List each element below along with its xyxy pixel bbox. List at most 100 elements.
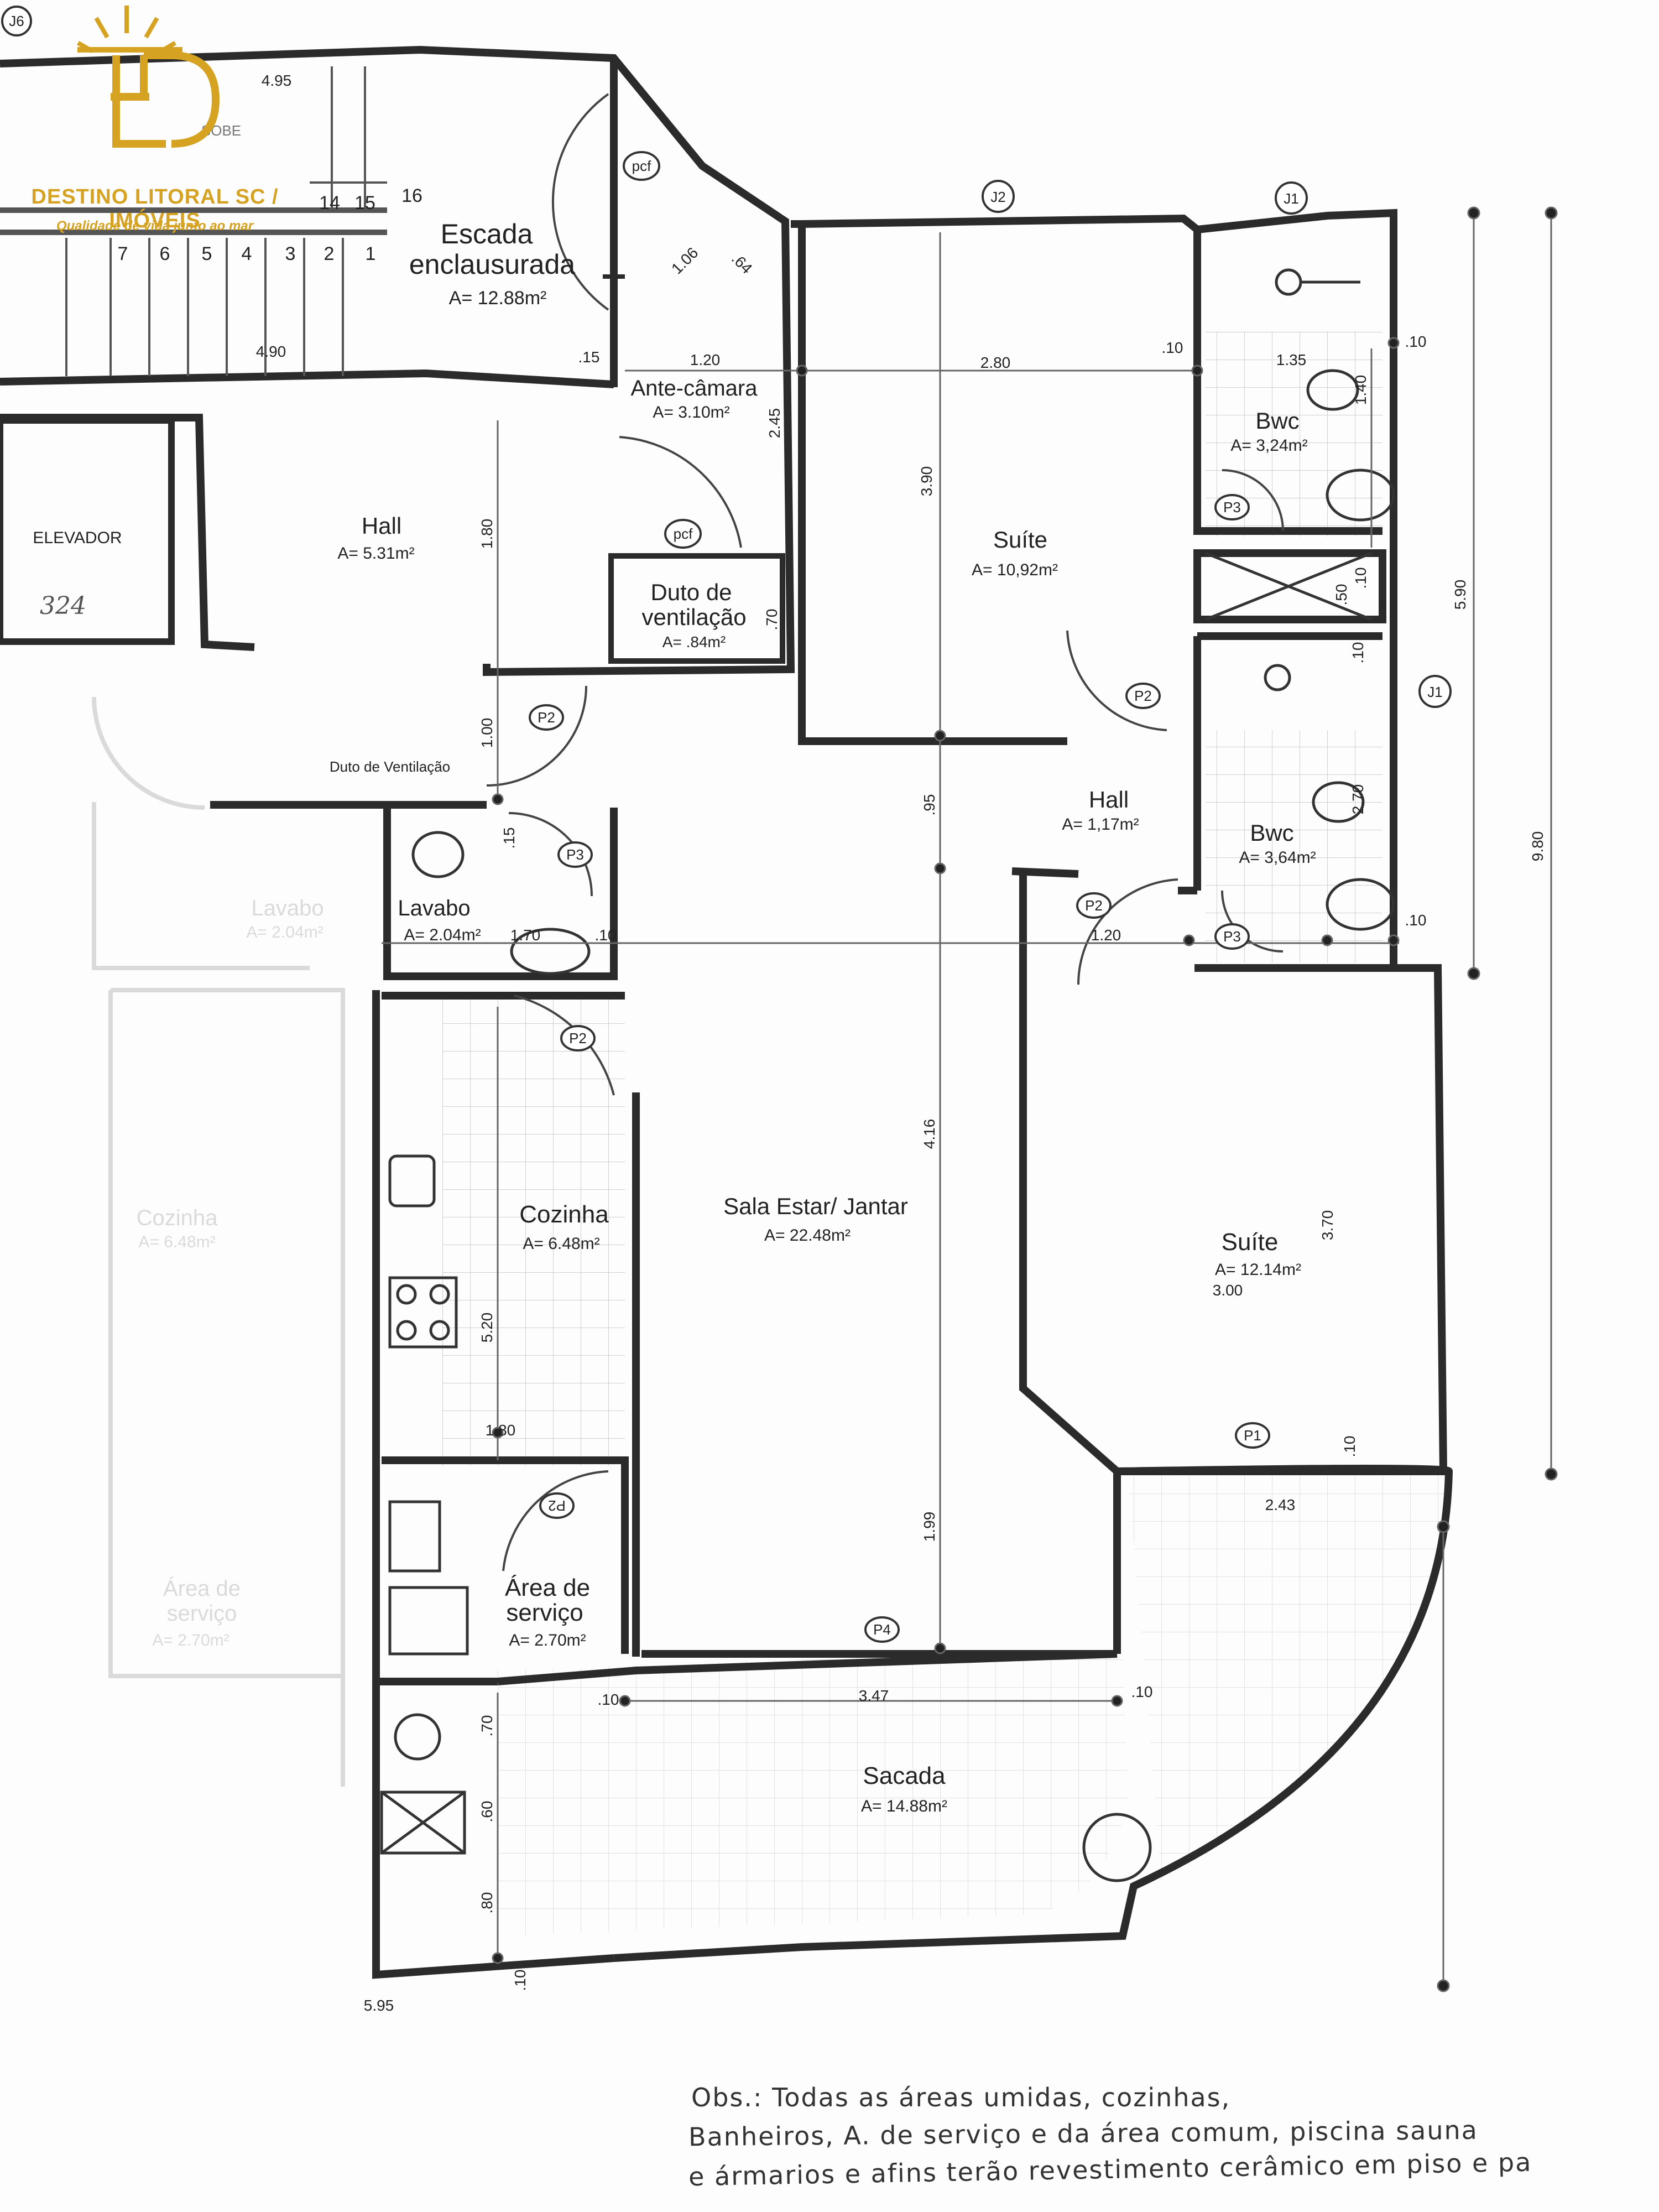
svg-text:1.70: 1.70 (510, 927, 541, 944)
svg-text:.10: .10 (1352, 568, 1369, 589)
room-antecamara-area: A= 3.10m² (653, 403, 729, 421)
svg-text:9.80: 9.80 (1529, 831, 1546, 862)
room-bwc2-area: A= 3,64m² (1239, 849, 1316, 867)
svg-text:J1: J1 (1427, 684, 1442, 700)
sink-icon (1326, 469, 1395, 522)
room-sacada-area: A= 14.88m² (861, 1797, 947, 1815)
room-suite2-name: Suíte (1222, 1229, 1279, 1256)
svg-text:.70: .70 (763, 609, 780, 631)
svg-text:5.90: 5.90 (1452, 580, 1469, 610)
room-servico-name: Área de (505, 1574, 590, 1601)
laundry-sink-icon (388, 1500, 441, 1573)
svg-text:1.40: 1.40 (1352, 375, 1369, 405)
washer-icon (388, 1586, 469, 1656)
room-duto-name: Duto de (650, 579, 732, 605)
stair-numbers: 14 15 16 7 6 5 4 3 2 1 (118, 185, 422, 264)
svg-text:.10: .10 (512, 1970, 529, 1991)
svg-text:pcf: pcf (674, 525, 693, 542)
svg-text:1.06: 1.06 (668, 244, 701, 277)
svg-text:.10: .10 (1405, 333, 1427, 350)
note-line-1: Obs.: Todas as áreas umidas, cozinhas, (691, 2083, 1231, 2112)
svg-text:2.80: 2.80 (980, 354, 1011, 371)
svg-text:P3: P3 (566, 846, 584, 863)
svg-text:J1: J1 (1284, 190, 1298, 207)
svg-text:.60: .60 (478, 1801, 495, 1823)
svg-text:4.95: 4.95 (262, 72, 292, 89)
svg-text:2: 2 (324, 243, 335, 264)
room-cozinha-name: Cozinha (519, 1201, 609, 1228)
ghost-servico-name2: serviço (167, 1601, 237, 1626)
svg-text:1.20: 1.20 (1091, 927, 1121, 944)
room-hall2-area: A= 1,17m² (1062, 815, 1139, 834)
svg-text:.10: .10 (1341, 1436, 1358, 1458)
handwritten-number: 324 (40, 592, 86, 620)
room-cozinha-area: A= 6.48m² (523, 1235, 599, 1253)
sink-icon (510, 928, 591, 975)
column-icon (1082, 1813, 1152, 1882)
stove-icon (388, 1276, 458, 1349)
room-sacada-name: Sacada (863, 1762, 946, 1789)
svg-text:1.80: 1.80 (478, 519, 495, 549)
sink-icon (1326, 878, 1395, 931)
svg-text:P2: P2 (1134, 688, 1152, 704)
svg-text:J2: J2 (990, 189, 1005, 205)
room-duto-name2: ventilação (641, 604, 746, 630)
svg-text:pcf: pcf (632, 158, 651, 174)
room-escada-area: A= 12.88m² (449, 288, 547, 309)
svg-text:1.99: 1.99 (921, 1512, 938, 1542)
room-antecamara-name: Ante-câmara (631, 376, 758, 400)
brand-name: DESTINO LITORAL SC / IMÓVEIS (31, 185, 279, 232)
svg-text:P2: P2 (538, 709, 555, 726)
brand-logo (77, 6, 220, 148)
sun-icon (77, 6, 182, 53)
svg-text:P4: P4 (873, 1621, 891, 1638)
room-sala-area: A= 22.48m² (764, 1226, 851, 1245)
svg-text:2.43: 2.43 (1265, 1496, 1296, 1513)
room-escada-name: Escada (441, 218, 533, 249)
ghost-cozinha-area: A= 6.48m² (138, 1233, 215, 1251)
room-hall2-name: Hall (1089, 787, 1129, 813)
tag-labels: J6 J2 J1 J1 pcf pcf P2 P2 P2 P2 P3 P3 P3… (9, 13, 1442, 1638)
svg-text:7: 7 (118, 243, 128, 264)
room-lavabo-area: A= 2.04m² (404, 926, 481, 944)
svg-text:5.95: 5.95 (364, 1997, 394, 2014)
svg-text:.10: .10 (1162, 339, 1183, 356)
svg-text:.15: .15 (578, 348, 600, 366)
room-hall-area: A= 5.31m² (337, 544, 414, 563)
svg-text:3.00: 3.00 (1213, 1282, 1243, 1299)
svg-text:P2: P2 (569, 1030, 587, 1047)
svg-text:1.35: 1.35 (1276, 351, 1307, 368)
shower-icon (1275, 268, 1302, 296)
room-suite1-area: A= 10,92m² (972, 561, 1058, 579)
neighbor-unit-ghost: Lavabo A= 2.04m² Cozinha A= 6.48m² Área … (92, 696, 345, 1787)
svg-text:.10: .10 (1131, 1683, 1153, 1700)
room-bwc2-name: Bwc (1250, 820, 1293, 846)
svg-text:6: 6 (160, 243, 170, 264)
svg-text:P1: P1 (1244, 1427, 1261, 1444)
ghost-servico-name: Área de (163, 1576, 241, 1601)
svg-text:16: 16 (401, 185, 422, 206)
svg-text:3.47: 3.47 (859, 1687, 889, 1704)
toilet-icon (1306, 369, 1359, 411)
ghost-lavabo-area: A= 2.04m² (246, 923, 323, 941)
label-duto-ventilacao: Duto de Ventilação (330, 758, 450, 775)
svg-text:.10: .10 (1405, 912, 1427, 929)
room-bwc1-area: A= 3,24m² (1230, 436, 1307, 455)
fixtures (380, 268, 1395, 1882)
room-suite2-area: A= 12.14m² (1215, 1261, 1301, 1279)
svg-text:.50: .50 (1333, 584, 1350, 606)
svg-text:4.16: 4.16 (921, 1119, 938, 1149)
drain-icon (394, 1713, 441, 1761)
svg-text:P2: P2 (548, 1497, 566, 1514)
svg-text:1.20: 1.20 (690, 351, 721, 368)
tiled-areas (442, 332, 1449, 1936)
svg-text:.15: .15 (500, 827, 518, 849)
svg-text:4.90: 4.90 (256, 343, 286, 360)
room-elevador-name: ELEVADOR (33, 529, 122, 547)
svg-text:J6: J6 (9, 13, 24, 29)
svg-text:P3: P3 (1223, 499, 1241, 516)
svg-text:3.90: 3.90 (918, 466, 935, 497)
room-lavabo-name: Lavabo (398, 896, 470, 920)
room-suite1-name: Suíte (993, 527, 1047, 553)
